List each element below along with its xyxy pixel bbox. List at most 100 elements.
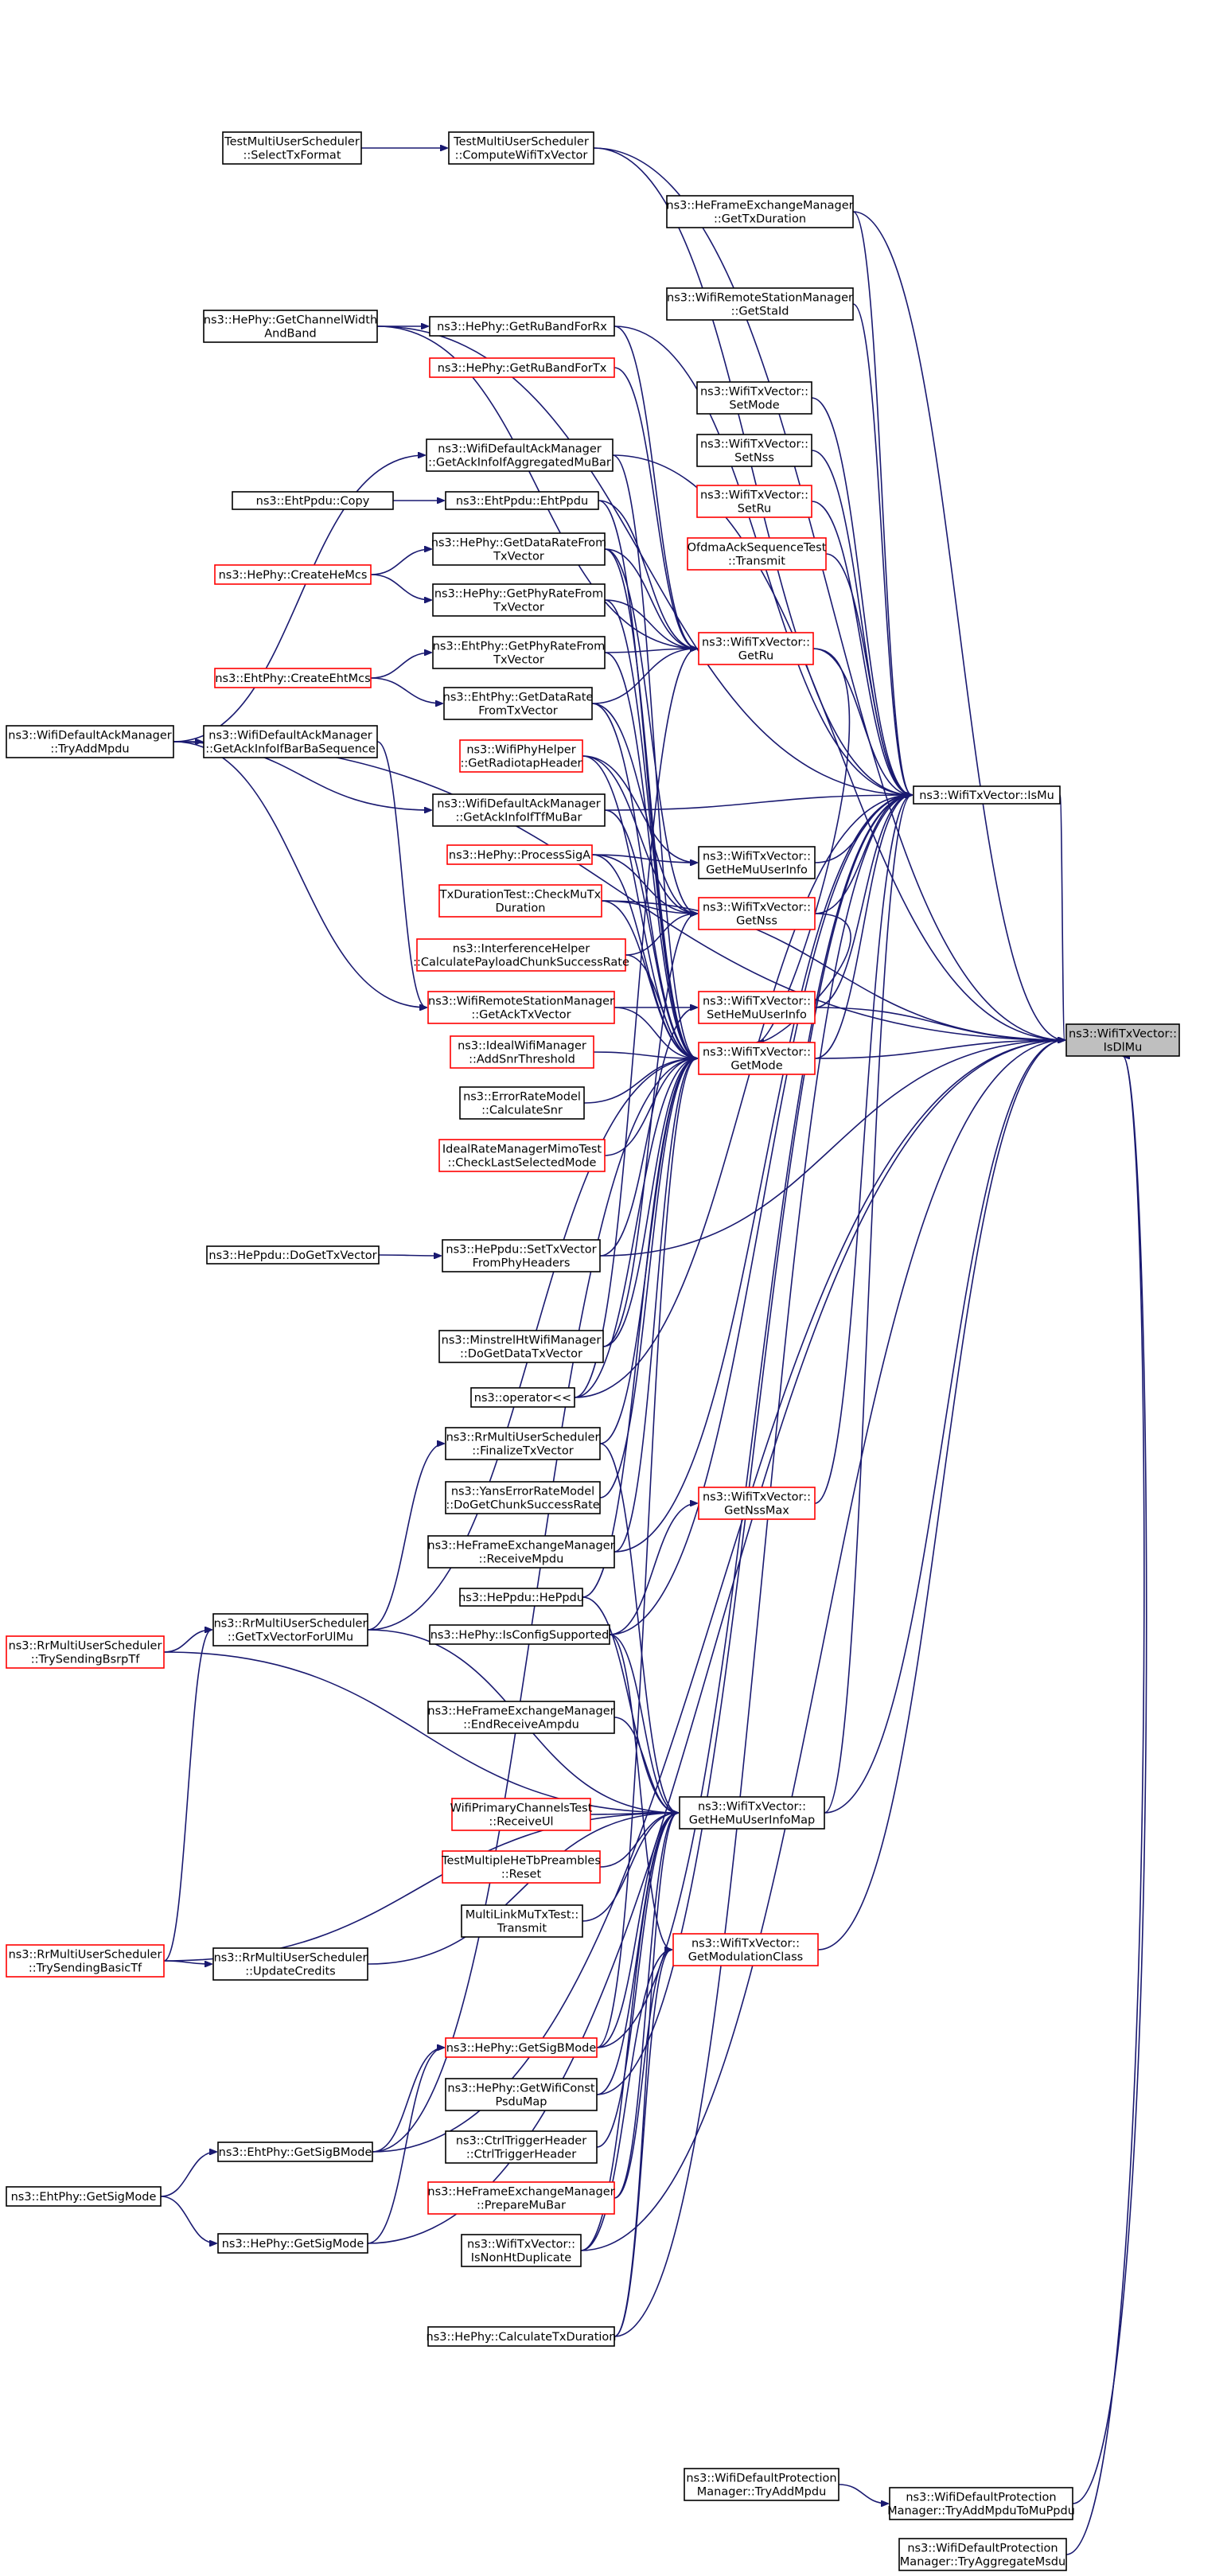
node-label-line: ns3::WifiDefaultProtection bbox=[686, 2473, 836, 2485]
graph-node-hephy_gsbm[interactable]: ns3::HePhy::GetSigBMode bbox=[445, 2037, 598, 2058]
graph-node-hefem_pmb[interactable]: ns3::HeFrameExchangeManager::PrepareMuBa… bbox=[427, 2181, 615, 2215]
edge-rrmus_tsbasic-to-rrmus_gtvful bbox=[163, 1630, 212, 1962]
graph-node-ehtppdu_copy[interactable]: ns3::EhtPpdu::Copy bbox=[232, 491, 394, 510]
graph-node-getru[interactable]: ns3::WifiTxVector::GetRu bbox=[698, 632, 814, 665]
graph-node-wdpm_tams[interactable]: ns3::WifiDefaultProtectionManager::TryAg… bbox=[898, 2538, 1067, 2571]
graph-node-ehtphy_cem[interactable]: ns3::EhtPhy::CreateEhtMcs bbox=[214, 668, 372, 688]
edge-getmode-to-isdlmu bbox=[814, 1040, 1065, 1059]
graph-node-wphh_grh[interactable]: ns3::WifiPhyHelper::GetRadiotapHeader bbox=[459, 739, 583, 773]
node-label-line: ::CalculateSnr bbox=[481, 1105, 563, 1117]
graph-node-hefem_rm[interactable]: ns3::HeFrameExchangeManager::ReceiveMpdu bbox=[427, 1535, 615, 1569]
edge-rrmus_tsbasic-to-hemumap bbox=[163, 1813, 678, 1962]
graph-node-setnss[interactable]: ns3::WifiTxVector::SetNss bbox=[696, 434, 812, 467]
graph-node-wrsm_gsid[interactable]: ns3::WifiRemoteStationManager::GetStaId bbox=[666, 287, 854, 321]
node-box bbox=[889, 2487, 1073, 2520]
graph-node-irmmt_clsm[interactable]: IdealRateManagerMimoTest::CheckLastSelec… bbox=[438, 1139, 606, 1172]
node-label-line: GetHeMuUserInfo bbox=[706, 864, 808, 877]
graph-node-wdam_gaibbs[interactable]: ns3::WifiDefaultAckManager::GetAckInfoIf… bbox=[203, 725, 378, 758]
edge-hephy_gwcpm-to-ismu bbox=[596, 795, 912, 2095]
node-box bbox=[214, 564, 372, 585]
node-label-line: ns3::operator<< bbox=[474, 1392, 571, 1405]
graph-node-hemumap[interactable]: ns3::WifiTxVector::GetHeMuUserInfoMap bbox=[679, 1796, 825, 1830]
graph-node-wdpm_tamtmp[interactable]: ns3::WifiDefaultProtectionManager::TryAd… bbox=[887, 2487, 1075, 2520]
graph-node-ismu[interactable]: ns3::WifiTxVector::IsMu bbox=[913, 785, 1061, 805]
node-label-line: ns3::HePpdu::SetTxVector bbox=[446, 1244, 596, 1257]
graph-node-getmode[interactable]: ns3::WifiTxVector::GetMode bbox=[698, 1042, 816, 1075]
graph-node-operator[interactable]: ns3::operator<< bbox=[470, 1387, 575, 1408]
edge-ehtphy_gdrftv-to-getnss bbox=[591, 703, 697, 914]
graph-node-erm_cs[interactable]: ns3::ErrorRateModel::CalculateSnr bbox=[459, 1086, 585, 1120]
node-label-line: ns3::WifiTxVector:: bbox=[700, 438, 808, 451]
graph-node-wrsm_gatv[interactable]: ns3::WifiRemoteStationManager::GetAckTxV… bbox=[427, 991, 615, 1024]
graph-node-gethemu[interactable]: ns3::WifiTxVector::GetHeMuUserInfo bbox=[698, 846, 816, 879]
graph-node-tmus_stf[interactable]: TestMultiUserScheduler::SelectTxFormat bbox=[222, 131, 362, 165]
graph-node-getnss[interactable]: ns3::WifiTxVector::GetNss bbox=[698, 897, 816, 930]
graph-node-wtv_inhd[interactable]: ns3::WifiTxVector::IsNonHtDuplicate bbox=[461, 2234, 582, 2267]
graph-node-hephy_ics[interactable]: ns3::HePhy::IsConfigSupported bbox=[429, 1624, 610, 1645]
node-box bbox=[427, 1535, 615, 1569]
graph-node-oast[interactable]: OfdmaAckSequenceTest::Transmit bbox=[687, 537, 827, 571]
node-box bbox=[696, 485, 812, 518]
graph-node-hephy_grbtx[interactable]: ns3::HePhy::GetRuBandForTx bbox=[429, 357, 615, 378]
edge-wdam_gaitfmb-to-getmode bbox=[604, 809, 697, 1058]
graph-node-wpct_ru[interactable]: WifiPrimaryChannelsTest::ReceiveUl bbox=[450, 1798, 593, 1831]
graph-node-rrmus_tsbasic[interactable]: ns3::RrMultiUserScheduler::TrySendingBas… bbox=[6, 1944, 165, 1978]
graph-node-hefem_gtd[interactable]: ns3::HeFrameExchangeManager::GetTxDurati… bbox=[666, 195, 854, 228]
graph-node-modclass[interactable]: ns3::WifiTxVector::GetModulationClass bbox=[672, 1933, 819, 1966]
graph-node-mhtwm_dgdtv[interactable]: ns3::MinstrelHtWifiManager::DoGetDataTxV… bbox=[438, 1330, 604, 1363]
edge-hephy_chm-to-hephy_gprftv bbox=[370, 574, 431, 600]
node-box bbox=[666, 287, 854, 321]
graph-node-hephy_psa[interactable]: ns3::HePhy::ProcessSigA bbox=[446, 844, 593, 865]
graph-node-ehtphy_gsm[interactable]: ns3::EhtPhy::GetSigMode bbox=[6, 2186, 162, 2207]
graph-node-wdpm_tam[interactable]: ns3::WifiDefaultProtectionManager::TryAd… bbox=[684, 2468, 839, 2501]
graph-node-tmus_cwv[interactable]: TestMultiUserScheduler::ComputeWifiTxVec… bbox=[448, 131, 594, 165]
graph-node-setmode[interactable]: ns3::WifiTxVector::SetMode bbox=[696, 381, 812, 415]
edge-hephy_grbtx-to-getru bbox=[614, 367, 697, 649]
graph-node-sethemu[interactable]: ns3::WifiTxVector::SetHeMuUserInfo bbox=[698, 991, 816, 1024]
edge-wrsm_gatv-to-getmode bbox=[614, 1007, 697, 1058]
graph-node-setru[interactable]: ns3::WifiTxVector::SetRu bbox=[696, 485, 812, 518]
graph-node-rrmus_uc[interactable]: ns3::RrMultiUserScheduler::UpdateCredits bbox=[212, 1947, 368, 1981]
graph-node-ehtphy_gsbm[interactable]: ns3::EhtPhy::GetSigBMode bbox=[217, 2141, 373, 2162]
node-label-line: ns3::HeFrameExchangeManager bbox=[427, 1705, 614, 1718]
graph-node-heppdu_ctor[interactable]: ns3::HePpdu::HePpdu bbox=[458, 1588, 584, 1607]
graph-node-iwm_ast[interactable]: ns3::IdealWifiManager::AddSnrThreshold bbox=[450, 1035, 594, 1069]
node-box bbox=[698, 991, 816, 1024]
graph-node-isdlmu[interactable]: ns3::WifiTxVector::IsDlMu bbox=[1065, 1023, 1180, 1057]
node-box bbox=[698, 897, 816, 930]
graph-node-cth_cth[interactable]: ns3::CtrlTriggerHeader::CtrlTriggerHeade… bbox=[445, 2130, 598, 2164]
graph-node-nssmax[interactable]: ns3::WifiTxVector::GetNssMax bbox=[698, 1487, 816, 1520]
graph-node-mlmtt_t[interactable]: MultiLinkMuTxTest::Transmit bbox=[461, 1904, 583, 1938]
node-box bbox=[432, 532, 606, 566]
edge-wdam_gaitfmb-to-ismu bbox=[604, 795, 912, 811]
graph-node-ehtppdu_ctor[interactable]: ns3::EhtPpdu::EhtPpdu bbox=[445, 491, 599, 510]
node-label-line: ::TryAddMpdu bbox=[50, 743, 129, 756]
node-label-line: ns3::RrMultiUserScheduler bbox=[214, 1952, 368, 1965]
node-label-line: ns3::HePhy::IsConfigSupported bbox=[430, 1629, 610, 1642]
graph-node-wdam_tam[interactable]: ns3::WifiDefaultAckManager::TryAddMpdu bbox=[6, 725, 174, 758]
graph-node-hefem_era[interactable]: ns3::HeFrameExchangeManager::EndReceiveA… bbox=[427, 1701, 615, 1734]
graph-node-yerm_dgcsr[interactable]: ns3::YansErrorRateModel::DoGetChunkSucce… bbox=[445, 1481, 601, 1514]
edge-setru-to-ismu bbox=[811, 501, 912, 795]
graph-node-tmhtp_r[interactable]: TestMultipleHeTbPreambles::Reset bbox=[441, 1850, 601, 1884]
graph-node-rrmus_tsbt[interactable]: ns3::RrMultiUserScheduler::TrySendingBsr… bbox=[6, 1635, 165, 1669]
graph-node-rrmus_gtvful[interactable]: ns3::RrMultiUserScheduler::GetTxVectorFo… bbox=[212, 1613, 368, 1647]
graph-node-hephy_grbrx[interactable]: ns3::HePhy::GetRuBandForRx bbox=[429, 316, 615, 337]
graph-node-hephy_chm[interactable]: ns3::HePhy::CreateHeMcs bbox=[214, 564, 372, 585]
graph-node-hephy_ctd[interactable]: ns3::HePhy::CalculateTxDuration bbox=[427, 2326, 617, 2347]
node-box bbox=[427, 2181, 615, 2215]
graph-node-wdam_gaiamb[interactable]: ns3::WifiDefaultAckManager::GetAckInfoIf… bbox=[426, 438, 614, 472]
graph-node-wdam_gaitfmb[interactable]: ns3::WifiDefaultAckManager::GetAckInfoIf… bbox=[432, 793, 606, 827]
graph-node-ih_cpcsr[interactable]: ns3::InterferenceHelper::CalculatePayloa… bbox=[413, 938, 629, 972]
graph-node-hephy_gsm[interactable]: ns3::HePhy::GetSigMode bbox=[217, 2233, 368, 2254]
graph-node-heppdu_dgtv[interactable]: ns3::HePpdu::DoGetTxVector bbox=[206, 1245, 380, 1265]
graph-node-rrmus_ftv[interactable]: ns3::RrMultiUserScheduler::FinalizeTxVec… bbox=[445, 1427, 601, 1460]
